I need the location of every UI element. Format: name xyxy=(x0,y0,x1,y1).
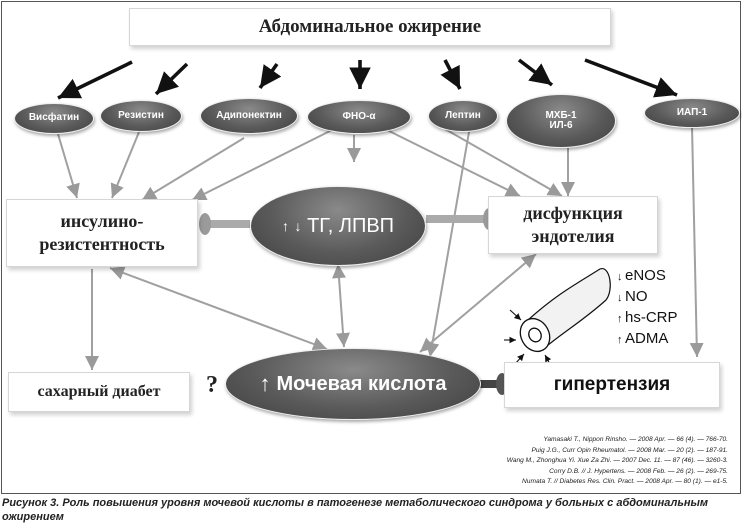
reference-item: Corry D.B. // J. Hypertens. — 2008 Feb. … xyxy=(549,467,728,475)
marker-enos: ↓eNOS xyxy=(617,267,666,284)
reference-item: Puig J.G., Curr Opin Rheumatol. — 2008 M… xyxy=(531,446,728,454)
marker-list: ↓eNOS ↓NO ↑hs-CRP ↑ADMA xyxy=(617,266,678,350)
factor-adiponectin: Адипонектин xyxy=(200,98,298,134)
uric-acid-oval: ↑Мочевая кислота xyxy=(225,348,481,420)
increase-arrow: ↑ xyxy=(259,371,271,397)
marker-adma: ↑ADMA xyxy=(617,330,669,347)
hypertension-box: гипертензия xyxy=(504,362,720,408)
factor-visfatin: Висфатин xyxy=(14,103,94,134)
connector-arrows xyxy=(57,58,704,395)
factor-mcp1-il6: МХБ-1 ИЛ-6 xyxy=(506,94,616,148)
figure-caption: Рисунок 3. Роль повышения уровня мочевой… xyxy=(2,497,709,523)
reference-item: Numata T. // Diabetes Res. Clin. Pract. … xyxy=(522,478,728,486)
marker-no: ↓NO xyxy=(617,288,648,305)
marker-hs-crp: ↑hs-CRP xyxy=(617,309,678,326)
abdominal-obesity-box: Абдоминальное ожирение xyxy=(129,8,611,46)
vessel-illustration xyxy=(504,268,611,365)
reference-item: Wang M., Zhonghua Yi. Xue Za Zhi. — 2007… xyxy=(506,457,728,465)
references: Yamasaki T., Nippon Rinsho. — 2008 Apr. … xyxy=(507,435,728,488)
diagram-frame: Абдоминальное ожирение Висфатин Резистин… xyxy=(1,1,741,494)
endothelial-dysfunction-box: дисфункция эндотелия xyxy=(488,196,658,254)
factor-resistin: Резистин xyxy=(100,100,182,132)
factor-leptin: Лептин xyxy=(428,100,498,132)
tg-hdl-oval: ↑ ↓ ТГ, ЛПВП xyxy=(250,186,426,266)
reference-item: Yamasaki T., Nippon Rinsho. — 2008 Apr. … xyxy=(543,436,728,443)
factor-tnf-alpha: ФНО-α xyxy=(307,100,411,134)
insulin-resistance-box: инсулино- резистентность xyxy=(6,199,198,267)
obesity-arrows xyxy=(57,58,678,100)
diabetes-box: сахарный диабет xyxy=(8,372,190,412)
question-mark: ? xyxy=(206,372,218,398)
grey-arrows xyxy=(57,125,704,370)
factor-pai-1: ИАП-1 xyxy=(644,98,740,128)
